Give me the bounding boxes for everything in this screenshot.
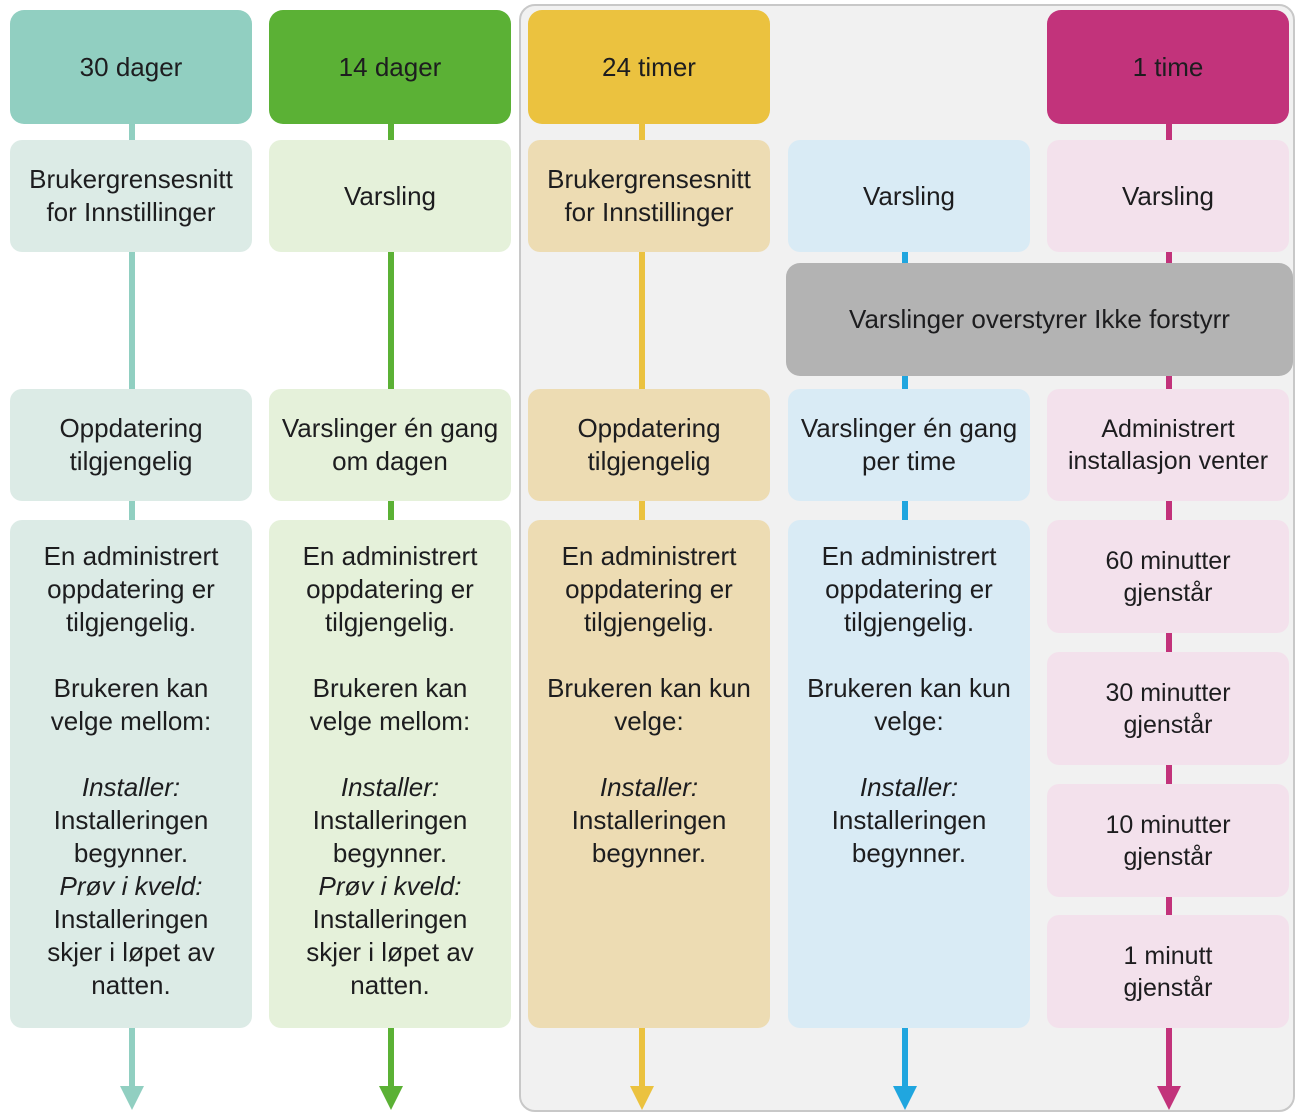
detail-box-hourly: En administrert oppdatering er tilgjenge… [788,520,1030,1028]
detail-line: Installeringen [312,805,468,835]
detail-line: En administrert [302,541,478,571]
arrowhead-30-days [120,1086,144,1110]
detail-line: Installeringen [53,904,209,934]
detail-line: Installeringen [312,904,468,934]
countdown-box-10-min: 10 minutter gjenstår [1047,784,1289,897]
option-label: Prøv i kveld: [318,871,462,901]
box-line: installasjon venter [1067,447,1269,475]
countdown-line: 60 minutter [1105,546,1231,575]
header-label: 14 dager [338,51,442,82]
detail-line: tilgjengelig. [324,607,456,637]
detail-line: oppdatering er [565,574,733,604]
box-line: Brukergrensesnitt [547,164,751,194]
detail-line: natten. [350,970,430,1000]
header-14-days: 14 dager [269,10,511,124]
box-line: Varsling [343,180,436,211]
detail-box-30-days: En administrert oppdatering er tilgjenge… [10,520,252,1028]
detail-line: En administrert [821,541,997,571]
header-24-hours: 24 timer [528,10,770,124]
detail-line: Installeringen [571,805,727,835]
arrowhead-hourly [893,1086,917,1110]
detail-line: skjer i løpet av [306,937,474,967]
middle-box-14-days: Varslinger én gang om dagen [269,389,511,501]
box-line: for Innstillinger [564,197,734,227]
box-line: Varsling [862,180,955,211]
option-label: Installer: [599,772,699,802]
option-label: Installer: [81,772,181,802]
box-line: tilgjengelig [69,446,193,476]
countdown-line: gjenstår [1123,973,1213,1002]
box-line: om dagen [332,446,448,476]
box-line: Varsling [1121,180,1214,211]
detail-line: Brukeren kan kun [807,673,1011,703]
override-box: Varslinger overstyrer Ikke forstyrr [786,263,1293,376]
detail-line: En administrert [561,541,737,571]
detail-box-24-hours: En administrert oppdatering er tilgjenge… [528,520,770,1028]
header-1-hour: 1 time [1047,10,1289,124]
detail-line: skjer i løpet av [47,937,215,967]
top-box-24-hours: Brukergrensesnitt for Innstillinger [528,140,770,252]
arrowhead-1-hour [1157,1086,1181,1110]
detail-line: Installeringen [831,805,987,835]
arrowhead-24-hours [630,1086,654,1110]
detail-line: begynner. [73,838,189,868]
top-box-14-days: Varsling [269,140,511,252]
box-line: Varslinger én gang [800,413,1018,443]
header-label: 24 timer [602,51,696,82]
detail-line: velge mellom: [50,706,212,736]
override-label: Varslinger overstyrer Ikke forstyrr [849,304,1230,334]
detail-box-14-days: En administrert oppdatering er tilgjenge… [269,520,511,1028]
detail-line: velge: [874,706,944,736]
detail-line: Brukeren kan [312,673,468,703]
box-line: Oppdatering [577,413,721,443]
countdown-line: 1 minutt [1123,941,1213,970]
header-label: 1 time [1132,51,1204,82]
detail-line: Brukeren kan kun [547,673,751,703]
header-30-days: 30 dager [10,10,252,124]
box-line: Oppdatering [59,413,203,443]
detail-line: tilgjengelig. [65,607,197,637]
detail-line: velge mellom: [309,706,471,736]
detail-line: En administrert [43,541,219,571]
countdown-line: gjenstår [1123,710,1213,739]
detail-line: begynner. [851,838,967,868]
countdown-line: gjenstår [1123,578,1213,607]
box-line: Administrert [1101,415,1235,443]
box-line: Varslinger én gang [281,413,499,443]
middle-box-hourly: Varslinger én gang per time [788,389,1030,501]
option-label: Installer: [859,772,959,802]
countdown-line: 30 minutter [1105,678,1231,707]
detail-line: oppdatering er [306,574,474,604]
top-box-30-days: Brukergrensesnitt for Innstillinger [10,140,252,252]
box-line: per time [862,446,956,476]
middle-box-24-hours: Oppdatering tilgjengelig [528,389,770,501]
top-box-hourly: Varsling [788,140,1030,252]
box-line: Brukergrensesnitt [29,164,233,194]
option-label: Installer: [340,772,440,802]
box-line: tilgjengelig [587,446,711,476]
arrowhead-14-days [379,1086,403,1110]
detail-line: oppdatering er [825,574,993,604]
countdown-box-1-min: 1 minutt gjenstår [1047,915,1289,1028]
middle-box-30-days: Oppdatering tilgjengelig [10,389,252,501]
detail-line: Installeringen [53,805,209,835]
detail-line: Brukeren kan [53,673,209,703]
top-box-1-hour: Varsling [1047,140,1289,252]
detail-line: natten. [91,970,171,1000]
detail-line: tilgjengelig. [583,607,715,637]
countdown-box-30-min: 30 minutter gjenstår [1047,652,1289,765]
box-line: for Innstillinger [46,197,216,227]
detail-line: begynner. [332,838,448,868]
header-label: 30 dager [79,51,183,82]
countdown-line: gjenstår [1123,842,1213,871]
countdown-box-60-min: 60 minutter gjenstår [1047,520,1289,633]
middle-box-1-hour: Administrert installasjon venter [1047,389,1289,501]
detail-line: begynner. [591,838,707,868]
countdown-line: 10 minutter [1105,810,1231,839]
option-label: Prøv i kveld: [59,871,203,901]
detail-line: tilgjengelig. [843,607,975,637]
detail-line: velge: [614,706,684,736]
detail-line: oppdatering er [47,574,215,604]
